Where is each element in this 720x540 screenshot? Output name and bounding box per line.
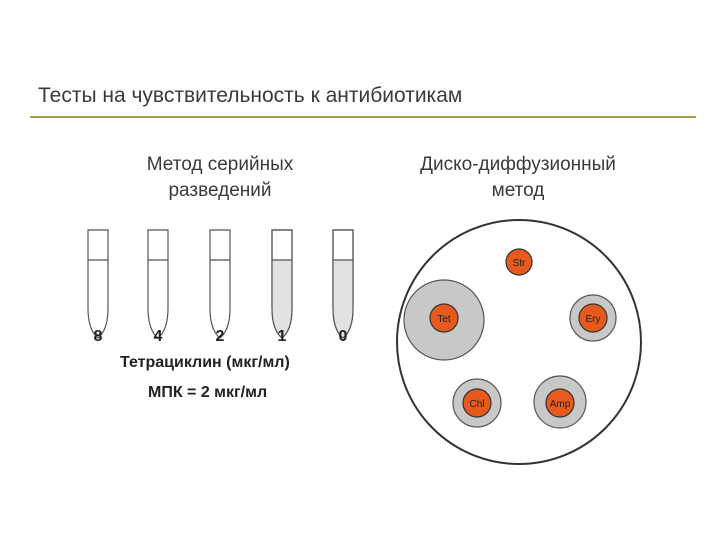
- dilution-label-4: 1: [277, 328, 287, 345]
- test-tube-1: [87, 229, 109, 339]
- serial-dilution-heading: Метод серийных разведений: [100, 152, 340, 204]
- disc-tet-label: Tet: [437, 314, 451, 325]
- disc-chl: Chl: [452, 378, 502, 428]
- title-divider: [30, 116, 696, 118]
- disc-ery-label: Ery: [586, 314, 601, 325]
- mic-caption: МПК = 2 мкг/мл: [148, 384, 268, 401]
- disc-amp: Amp: [533, 375, 587, 429]
- serial-dilution-heading-line2: разведений: [168, 180, 272, 201]
- petri-dish: Str Tet Ery Chl Amp: [396, 219, 642, 465]
- disc-chl-label: Chl: [469, 399, 484, 410]
- disk-diffusion-heading-line1: Диско-диффузионный: [420, 154, 616, 175]
- test-tube-3: [209, 229, 231, 339]
- test-tube-2: [147, 229, 169, 339]
- test-tube-4: [271, 229, 293, 339]
- antibiotic-concentration-caption: Тетрациклин (мкг/мл): [120, 354, 290, 371]
- disk-diffusion-heading-line2: метод: [491, 180, 545, 201]
- disc-str-label: Str: [513, 258, 526, 269]
- test-tubes: [87, 229, 354, 339]
- disk-diffusion-heading: Диско-диффузионный метод: [388, 152, 648, 204]
- dilution-label-3: 2: [215, 328, 225, 345]
- slide-title: Тесты на чувствительность к антибиотикам: [38, 84, 463, 107]
- dilution-label-2: 4: [153, 328, 163, 345]
- serial-dilution-heading-line1: Метод серийных: [146, 154, 294, 175]
- disc-str: Str: [505, 248, 533, 276]
- disc-ery: Ery: [569, 294, 617, 342]
- dilution-label-5: 0: [338, 328, 348, 345]
- dilution-label-1: 8: [93, 328, 103, 345]
- disc-amp-label: Amp: [550, 399, 571, 410]
- disc-tet: Tet: [403, 279, 485, 361]
- test-tube-5: [332, 229, 354, 339]
